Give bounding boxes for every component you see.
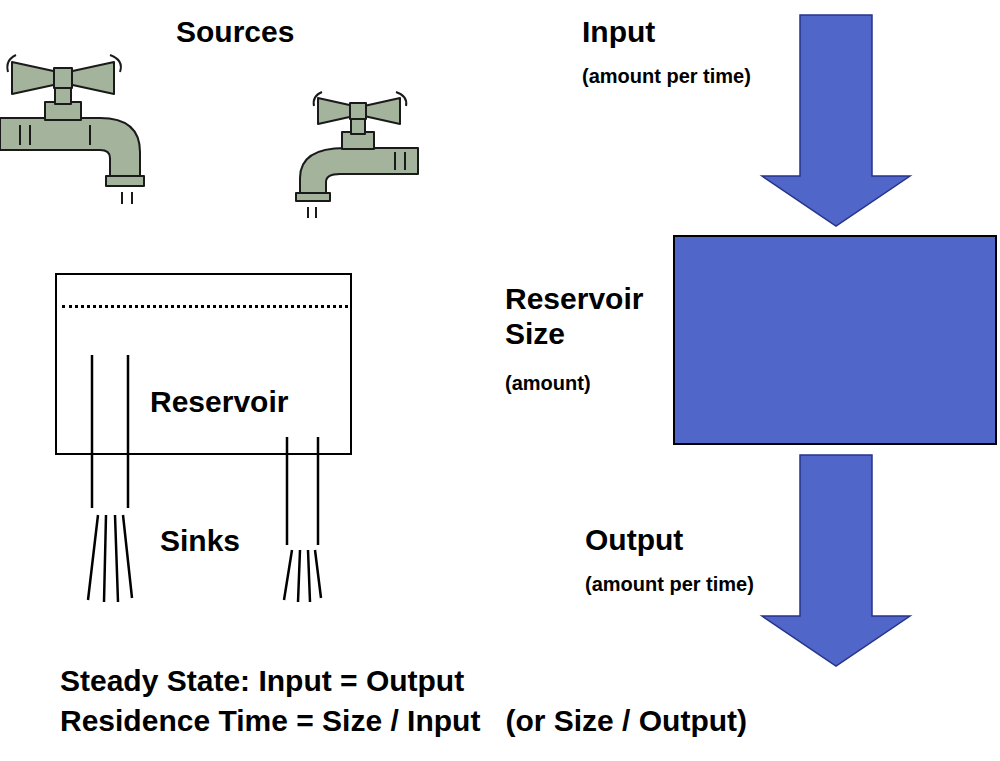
input-arrow xyxy=(762,15,910,226)
faucet-left xyxy=(0,55,144,204)
water-level-line xyxy=(62,305,348,308)
reservoir-box: Reservoir xyxy=(55,273,352,455)
sources-label: Sources xyxy=(176,15,294,50)
rate-label: (amount per time) xyxy=(582,65,751,88)
reservoir-size-rect xyxy=(673,235,997,445)
size-label: Reservoir Size xyxy=(505,282,670,351)
drain-pipes xyxy=(88,355,321,602)
unit-label: (amount) xyxy=(505,372,670,395)
note-text: Steady State: Input = Output xyxy=(60,664,464,699)
reservoir-label: Reservoir xyxy=(150,385,288,420)
note-text: Residence Time = Size / Input (or Size /… xyxy=(60,704,747,739)
sinks-label: Sinks xyxy=(160,524,240,559)
output-label: Output xyxy=(585,523,683,558)
rate-label: (amount per time) xyxy=(585,573,754,596)
reservoir-size-box: Reservoir Size (amount) xyxy=(500,235,997,445)
output-arrow xyxy=(762,455,910,666)
faucet-right xyxy=(296,92,418,218)
input-label: Input xyxy=(582,15,655,50)
